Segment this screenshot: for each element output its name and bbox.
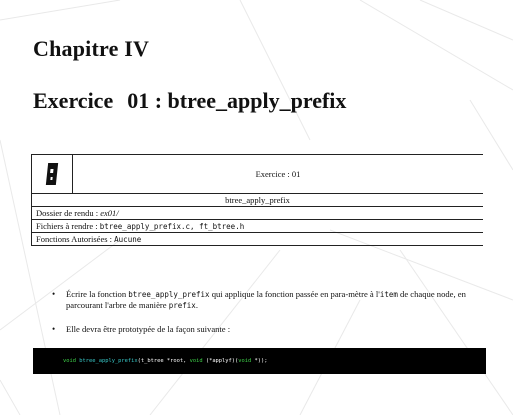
bullet-text: qui applique la fonction passée en para-… bbox=[209, 289, 380, 299]
table-header-row: Exercice : 01 bbox=[32, 155, 483, 194]
inline-code: item bbox=[379, 290, 398, 299]
bullet-text: . bbox=[195, 300, 198, 310]
exercise-number-cell: Exercice : 01 bbox=[255, 169, 301, 179]
code-line: void btree_apply_prefix(t_btree *root, v… bbox=[33, 348, 486, 374]
folder-label: Dossier de rendu : bbox=[36, 208, 101, 218]
code-text: *)); bbox=[251, 358, 268, 364]
exercise-title-rest: 01 : btree_apply_prefix bbox=[127, 88, 347, 113]
code-text: (*applyf)( bbox=[202, 358, 239, 364]
files-label: Fichiers à rendre : bbox=[36, 221, 100, 231]
school-logo-icon bbox=[45, 163, 59, 185]
logo-cell bbox=[32, 155, 73, 193]
folder-row: Dossier de rendu : ex01/ bbox=[32, 207, 483, 220]
files-value: btree_apply_prefix.c, ft_btree.h bbox=[99, 222, 245, 231]
bullet-text: de chaque node, en parcourant l'arbre de… bbox=[66, 289, 466, 310]
exercise-word: Exercice bbox=[33, 88, 114, 113]
exercise-title: Exercice 01 : btree_apply_prefix bbox=[33, 88, 346, 114]
code-text: (t_btree *root, bbox=[137, 358, 190, 364]
inline-code: prefix bbox=[168, 301, 196, 310]
code-block: void btree_apply_prefix(t_btree *root, v… bbox=[33, 348, 486, 374]
list-item: Écrire la fonction btree_apply_prefix qu… bbox=[50, 289, 486, 311]
functions-value: Aucune bbox=[114, 235, 142, 244]
bullet-text: Écrire la fonction bbox=[66, 289, 129, 299]
functions-label: Fonctions Autorisées : bbox=[36, 234, 115, 244]
instructions-list: Écrire la fonction btree_apply_prefix qu… bbox=[50, 289, 486, 348]
code-keyword: void bbox=[189, 358, 203, 364]
list-item: Elle devra être prototypée de la façon s… bbox=[50, 324, 486, 335]
inline-code: btree_apply_prefix bbox=[128, 290, 210, 299]
folder-value: ex01/ bbox=[100, 208, 119, 218]
bullet-text: Elle devra être prototypée de la façon s… bbox=[66, 324, 231, 334]
exercise-name-row: btree_apply_prefix bbox=[32, 194, 483, 207]
files-row: Fichiers à rendre : btree_apply_prefix.c… bbox=[32, 220, 483, 233]
code-keyword: void bbox=[238, 358, 252, 364]
code-function-name: btree_apply_prefix bbox=[79, 358, 138, 364]
chapter-heading: Chapitre IV bbox=[33, 36, 150, 61]
exercise-info-table: Exercice : 01 btree_apply_prefix Dossier… bbox=[31, 154, 483, 246]
functions-row: Fonctions Autorisées : Aucune bbox=[32, 233, 483, 245]
code-keyword: void bbox=[63, 358, 76, 364]
